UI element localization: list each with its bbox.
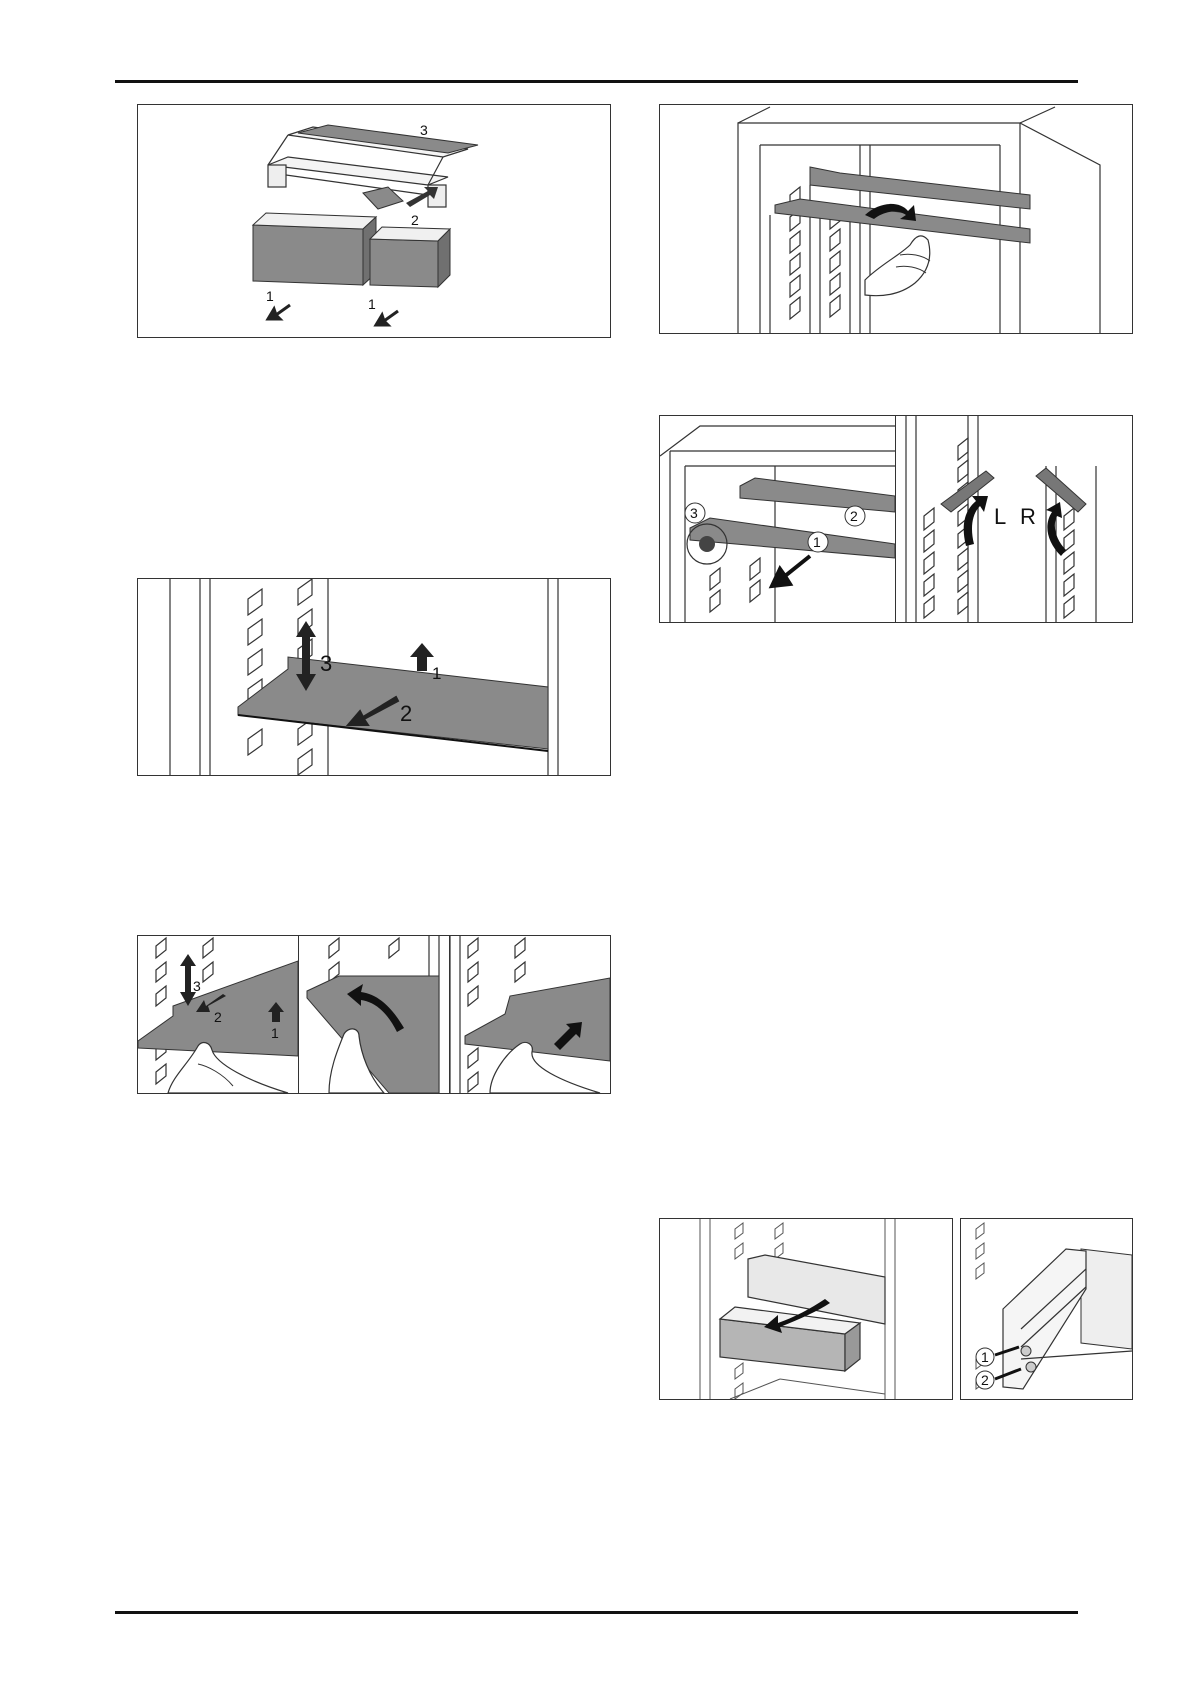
fig1-label-1a: 1 [266, 288, 274, 304]
drawer-rails-illustration [660, 1219, 952, 1399]
fig5-label-3: 3 [193, 978, 201, 994]
fig3-label-3: 3 [690, 505, 698, 521]
fig5-step-3 [450, 936, 610, 1093]
fig3-label-1: 1 [813, 534, 821, 550]
shelf-lift-illustration: 3 1 2 [138, 579, 610, 775]
fig3-label-L: L [994, 504, 1006, 529]
fig4-label-1: 1 [432, 664, 441, 683]
fig6-label-2: 2 [981, 1372, 989, 1388]
rail-detail-illustration: 1 2 [961, 1219, 1132, 1399]
footer-rule [115, 1611, 1078, 1614]
header-rule [115, 80, 1078, 83]
fig5-label-2: 2 [214, 1009, 222, 1025]
figure-shelf-three-steps: 3 2 1 [137, 935, 611, 1094]
fig3-left-illustration: 3 2 1 [660, 416, 895, 622]
fig5-step-1: 3 2 1 [138, 936, 299, 1093]
fig1-label-1b: 1 [368, 296, 376, 312]
figure-drawer-rails [659, 1218, 953, 1400]
fig1-label-3: 3 [420, 122, 428, 138]
figure-drawer-removal: 3 2 1 1 [137, 104, 611, 338]
fig4-label-3: 3 [320, 651, 332, 676]
drawer-removal-illustration: 3 2 1 1 [138, 105, 610, 337]
shelf-insert-illustration [660, 105, 1132, 333]
fig3-label-R: R [1020, 504, 1036, 529]
fig3-left-panel: 3 2 1 [660, 416, 896, 622]
fig5-step3-illustration [450, 936, 610, 1093]
fig5-step1-illustration: 3 2 1 [138, 936, 298, 1093]
fig3-label-2: 2 [850, 508, 858, 524]
figure-shelf-lift: 3 1 2 [137, 578, 611, 776]
fig4-label-2: 2 [400, 701, 412, 726]
figure-rail-detail: 1 2 [960, 1218, 1133, 1400]
fig1-label-2: 2 [411, 212, 419, 228]
figure-shelf-holders: 3 2 1 L R [659, 415, 1133, 623]
fig5-label-1: 1 [271, 1025, 279, 1041]
figure-shelf-insert-hand [659, 104, 1133, 334]
fig6-label-1: 1 [981, 1349, 989, 1365]
fig5-step2-illustration [299, 936, 449, 1093]
fig5-step-2 [299, 936, 450, 1093]
fig3-right-panel: L R [896, 416, 1132, 622]
fig3-right-illustration: L R [896, 416, 1132, 622]
